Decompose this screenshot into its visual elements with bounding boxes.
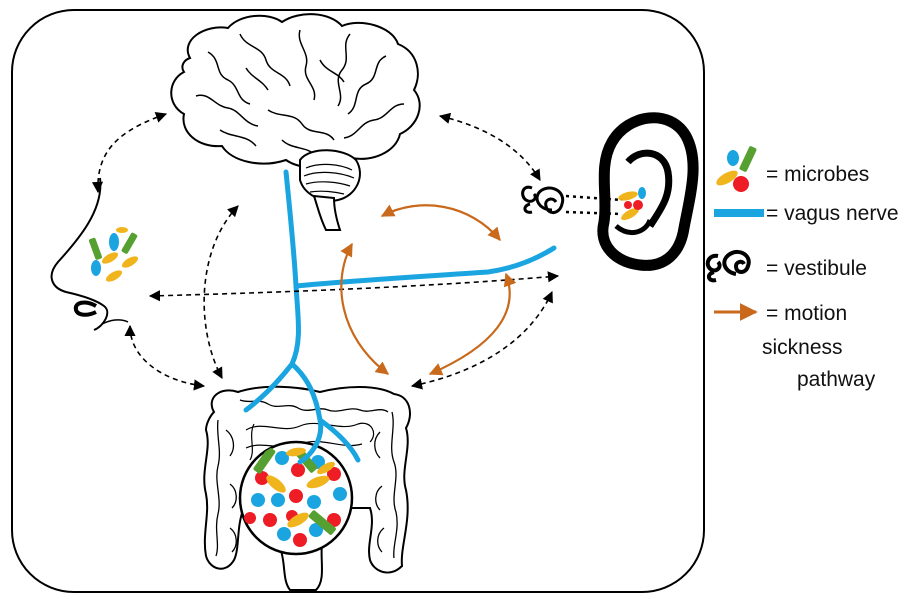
legend-microbes-icon xyxy=(714,146,757,192)
legend-vestibule-icon xyxy=(708,252,749,280)
legend-motion-label-line2: sickness xyxy=(762,336,843,359)
motion-sickness-pathway xyxy=(341,205,509,374)
legend-microbes-label: = microbes xyxy=(766,163,869,186)
ear-microbes xyxy=(617,187,646,222)
gut-microbiome-circle xyxy=(240,442,352,554)
ear-icon xyxy=(603,118,693,266)
vestibule-icon xyxy=(523,187,563,212)
legend-vagus-label: = vagus nerve xyxy=(766,202,899,225)
legend-vagus-swatch xyxy=(714,209,764,217)
brain-icon xyxy=(171,14,419,230)
nose-microbes xyxy=(88,227,139,284)
legend-vestibule-label: = vestibule xyxy=(766,257,867,280)
ear-vestibule-link xyxy=(566,196,622,214)
legend-motion-label-line3: pathway xyxy=(797,368,876,391)
legend-motion-label-line1: = motion xyxy=(766,302,847,325)
legend: = microbes = vagus nerve = vestibule = m… xyxy=(708,146,899,391)
